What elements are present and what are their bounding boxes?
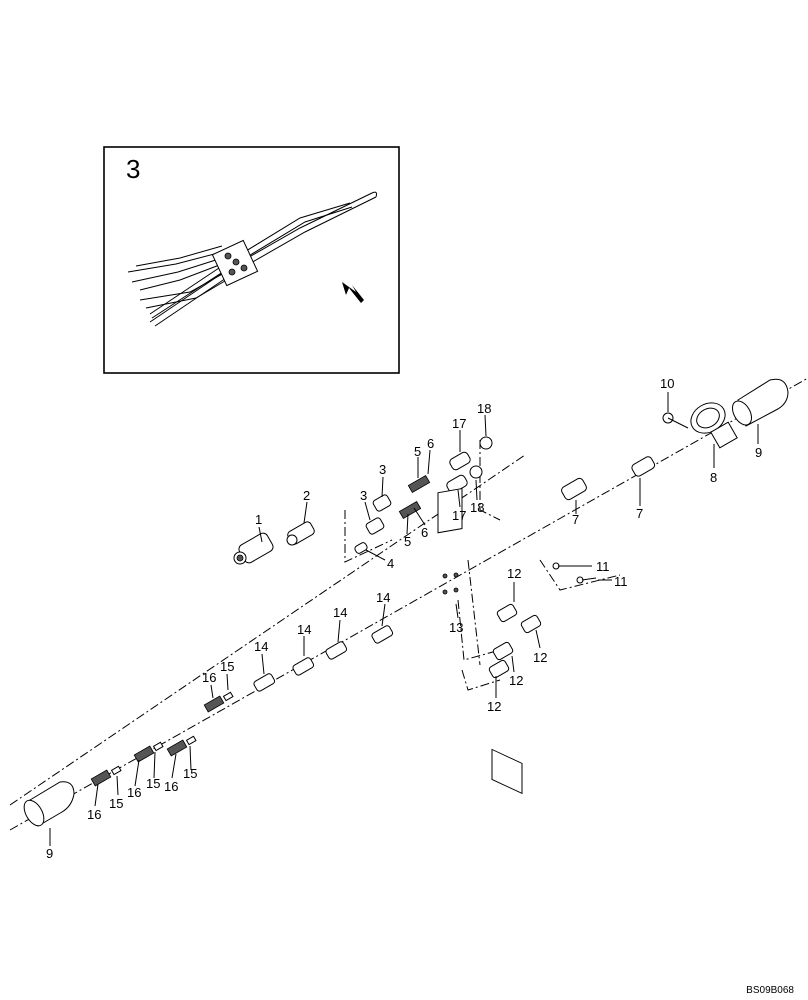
part-spring-5a: [407, 474, 431, 494]
center-lines: [9, 377, 808, 831]
callout-2: 2: [303, 488, 310, 503]
callout-14: 14: [297, 622, 311, 637]
callout-16: 16: [127, 785, 141, 800]
callout-17: 17: [452, 416, 466, 431]
callout-12: 12: [533, 650, 547, 665]
inset-label: 3: [126, 154, 140, 184]
callout-18: 18: [477, 401, 491, 416]
callout-10: 10: [660, 376, 674, 391]
callout-7: 7: [636, 506, 643, 521]
callout-16: 16: [164, 779, 178, 794]
callout-4: 4: [387, 556, 394, 571]
callout-9: 9: [46, 846, 53, 861]
part-plate-13: [437, 487, 463, 595]
callout-8: 8: [710, 470, 717, 485]
parts: [23, 378, 789, 827]
callout-16: 16: [202, 670, 216, 685]
callout-12: 12: [487, 699, 501, 714]
part-pin-15d: [110, 765, 122, 776]
part-nut-18a: [479, 436, 493, 450]
callout-9: 9: [755, 445, 762, 460]
part-spring-16c: [133, 745, 155, 763]
callout-15: 15: [109, 796, 123, 811]
callout-labels: 1 2 3 3 4 5 5 6 6 7 7 8 9 9 10 11 11 12 …: [46, 376, 762, 861]
part-fitting-14d: [253, 673, 276, 692]
part-pin-4: [354, 542, 368, 554]
part-fitting-12d: [488, 659, 510, 679]
callout-5: 5: [414, 444, 421, 459]
part-sleeve-9-right: [732, 378, 789, 427]
part-sleeve-9-left: [23, 781, 75, 827]
callout-15: 15: [146, 776, 160, 791]
part-connector-2: [286, 521, 315, 546]
part-nut-18b: [469, 465, 483, 479]
part-fitting-12c: [492, 641, 514, 661]
part-fitting-3b: [365, 517, 385, 535]
part-pin-15a: [222, 691, 234, 702]
callout-14: 14: [376, 590, 390, 605]
part-spring-16a: [203, 695, 225, 713]
callout-12: 12: [507, 566, 521, 581]
callout-16: 16: [87, 807, 101, 822]
callout-5: 5: [404, 534, 411, 549]
part-pin-15c: [152, 741, 164, 752]
part-elbow-fitting: [233, 532, 274, 565]
part-fitting-12b: [520, 614, 542, 634]
part-bolt-10: [662, 412, 689, 429]
callout-14: 14: [333, 605, 347, 620]
part-spring-16b: [166, 739, 188, 757]
direction-arrow-icon: [342, 282, 364, 303]
callout-11: 11: [596, 559, 610, 574]
callout-6: 6: [421, 525, 428, 540]
callout-7: 7: [572, 512, 579, 527]
part-fitting-17a: [449, 451, 471, 471]
part-spring-16d: [90, 769, 112, 787]
part-bracket-upper: [491, 748, 523, 795]
part-clamp-8: [690, 402, 738, 449]
part-fitting-14c: [292, 657, 315, 676]
callout-14: 14: [254, 639, 268, 654]
part-pin-15b: [185, 735, 197, 746]
callout-12: 12: [509, 673, 523, 688]
callout-15: 15: [183, 766, 197, 781]
diagram-code: BS09B068: [746, 985, 794, 996]
callout-15: 15: [220, 659, 234, 674]
part-fitting-12a: [496, 603, 518, 623]
part-fitting-7a: [561, 477, 587, 501]
callout-3: 3: [360, 488, 367, 503]
callout-18: 18: [470, 500, 484, 515]
part-fitting-7b: [631, 456, 656, 477]
part-fitting-14a: [371, 625, 394, 644]
callout-11: 11: [614, 574, 628, 589]
callout-1: 1: [255, 512, 262, 527]
callout-6: 6: [427, 436, 434, 451]
part-screw-11a: [552, 562, 574, 570]
leader-lines: [49, 392, 759, 846]
callout-3: 3: [379, 462, 386, 477]
part-fitting-14b: [325, 641, 348, 660]
inset-view: 3: [103, 146, 400, 374]
part-fitting-3a: [372, 494, 392, 512]
part-screw-11b: [576, 576, 597, 584]
callout-13: 13: [449, 620, 463, 635]
hose-bundle-sketch: [127, 191, 377, 327]
callout-17: 17: [452, 508, 466, 523]
part-spring-5b: [398, 500, 422, 520]
